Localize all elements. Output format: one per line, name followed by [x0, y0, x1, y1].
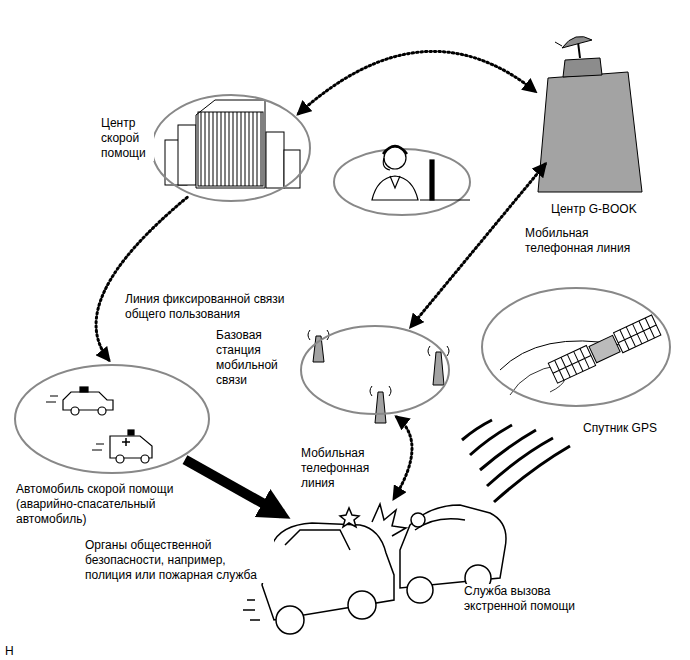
- node-label: Базовая станция мобильной связи: [215, 328, 293, 388]
- line-label: Линия фиксированной связи общего пользов…: [124, 292, 314, 322]
- dotted-link: [394, 417, 412, 498]
- emergency-vehicles: [46, 387, 152, 463]
- text-slot: Центр G-BOOK: [550, 202, 658, 217]
- node-label: Центр G-BOOK: [550, 202, 638, 217]
- ellipse-outline: [478, 283, 675, 443]
- antenna-towers: [308, 330, 449, 423]
- node-label: Служба вызова экстренной помощи: [463, 584, 613, 614]
- line-label: Мобильная телефонная линия: [300, 446, 388, 491]
- ellipse-line: [152, 95, 310, 201]
- dotted-link: [96, 197, 187, 360]
- g-book-center: Центр G-BOOK: [528, 30, 658, 226]
- text-slot: Спутник GPS: [582, 421, 672, 436]
- connector-label: Мобильная телефонная линия: [524, 226, 654, 256]
- note-text: H: [4, 644, 15, 659]
- note-label: Органы общественной безопасности, наприм…: [84, 538, 274, 583]
- node-label: Автомобиль скорой помощи (аварийно-спаса…: [15, 482, 200, 527]
- text-slot: Центр скорой помощи: [100, 116, 154, 161]
- city-buildings: [165, 100, 300, 188]
- ellipse-line: [301, 326, 449, 414]
- figure-code: H: [4, 644, 24, 659]
- connector-label: Линия фиксированной связи общего пользов…: [124, 292, 314, 322]
- dotted-link: [299, 51, 536, 113]
- node-label: Спутник GPS: [582, 421, 658, 436]
- text-slot: Базовая станция мобильной связи: [215, 328, 293, 388]
- ellipse-line: [482, 288, 670, 406]
- ambulance-ellipse: Автомобиль скорой помощи (аварийно-спаса…: [12, 362, 212, 532]
- note-text: Органы общественной безопасности, наприм…: [84, 538, 274, 583]
- text-slot: Служба вызова экстренной помощи: [463, 584, 613, 614]
- line-label: Мобильная телефонная линия: [524, 226, 654, 256]
- center-ellipse: Центр скорой помощи: [100, 92, 312, 204]
- base-station-ellipse: Базовая станция мобильной связи: [215, 318, 455, 422]
- connector-label: Мобильная телефонная линия: [300, 446, 388, 491]
- gps-waves: [462, 420, 570, 502]
- operator: [334, 146, 470, 215]
- crash-cars: [243, 504, 506, 634]
- accident-scene: Служба вызова экстренной помощи: [245, 478, 625, 643]
- text-slot: Автомобиль скорой помощи (аварийно-спаса…: [15, 482, 200, 527]
- node-label: Центр скорой помощи: [100, 116, 154, 161]
- g-book-building: [538, 36, 642, 192]
- ellipse-line: [15, 365, 209, 473]
- gps-ellipse: Спутник GPS: [478, 283, 675, 443]
- gps-satellite: [500, 315, 661, 395]
